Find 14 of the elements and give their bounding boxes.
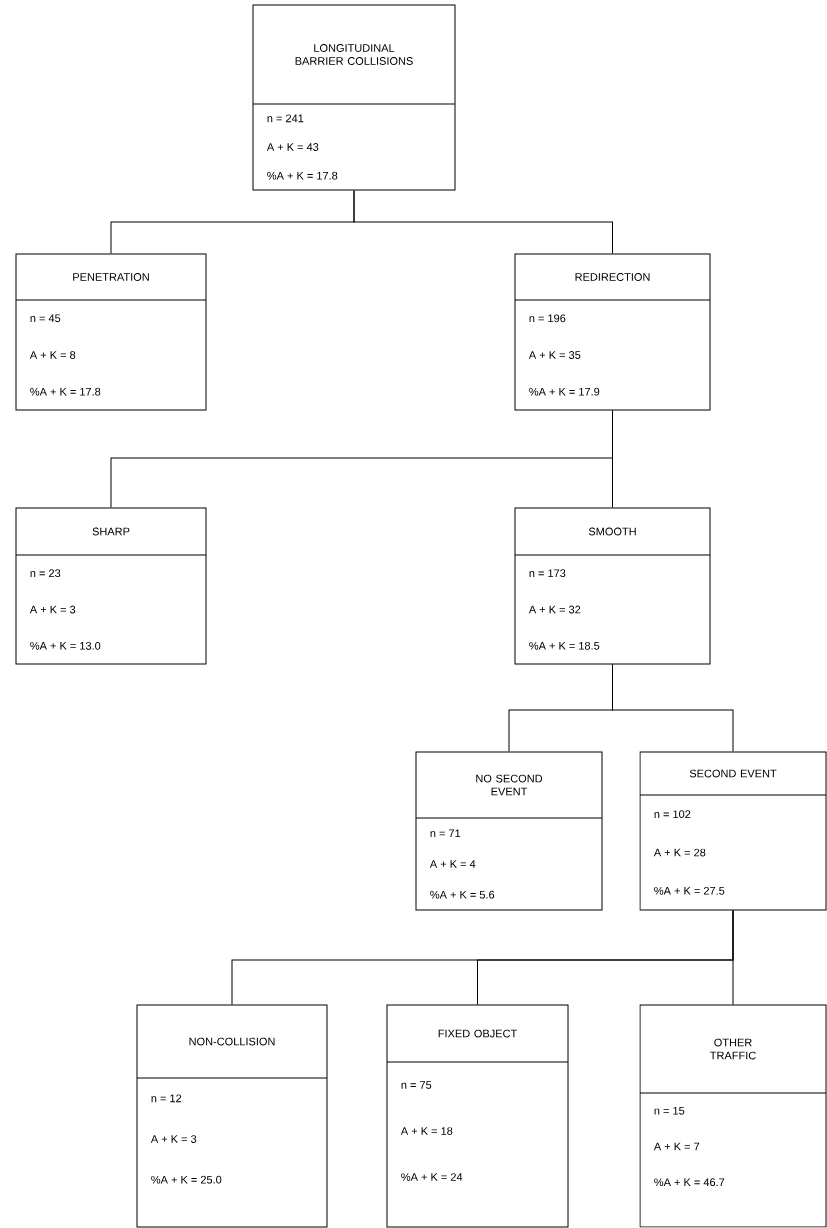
tree-box: NO SECOND EVENT n = 71 A + K = 4 %A + K = 5.6 [415, 751, 603, 911]
tree-box: OTHER TRAFFIC n = 15 A + K = 7 %A + K = 46.7 [639, 1004, 827, 1228]
tree-box: SMOOTH n = 173 A + K = 32 %A + K = 18.5 [514, 507, 711, 665]
connector-line [732, 910, 734, 1005]
connector-line [612, 664, 734, 752]
tree-box: REDIRECTION n = 196 A + K = 35 %A + K = 17.9 [514, 253, 711, 411]
tree-box: PENETRATION n = 45 A + K = 8 %A + K = 17.8 [15, 253, 207, 411]
tree-box: NON-COLLISION n = 12 A + K = 3 %A + K = 25.0 [136, 1004, 328, 1228]
tree-box: SECOND EVENT n = 102 A + K = 28 %A + K = 27.5 [639, 751, 827, 911]
connector-line [353, 190, 613, 254]
tree-box: SHARP n = 23 A + K = 3 %A + K = 13.0 [15, 507, 207, 665]
tree-box: LONGITUDINAL BARRIER COLLISIONS n = 241 A + K = 43 %A + K = 17.8 [252, 4, 456, 191]
tree-box: FIXED OBJECT n = 75 A + K = 18 %A + K = 24 [386, 1004, 569, 1228]
connector-line [612, 410, 613, 508]
